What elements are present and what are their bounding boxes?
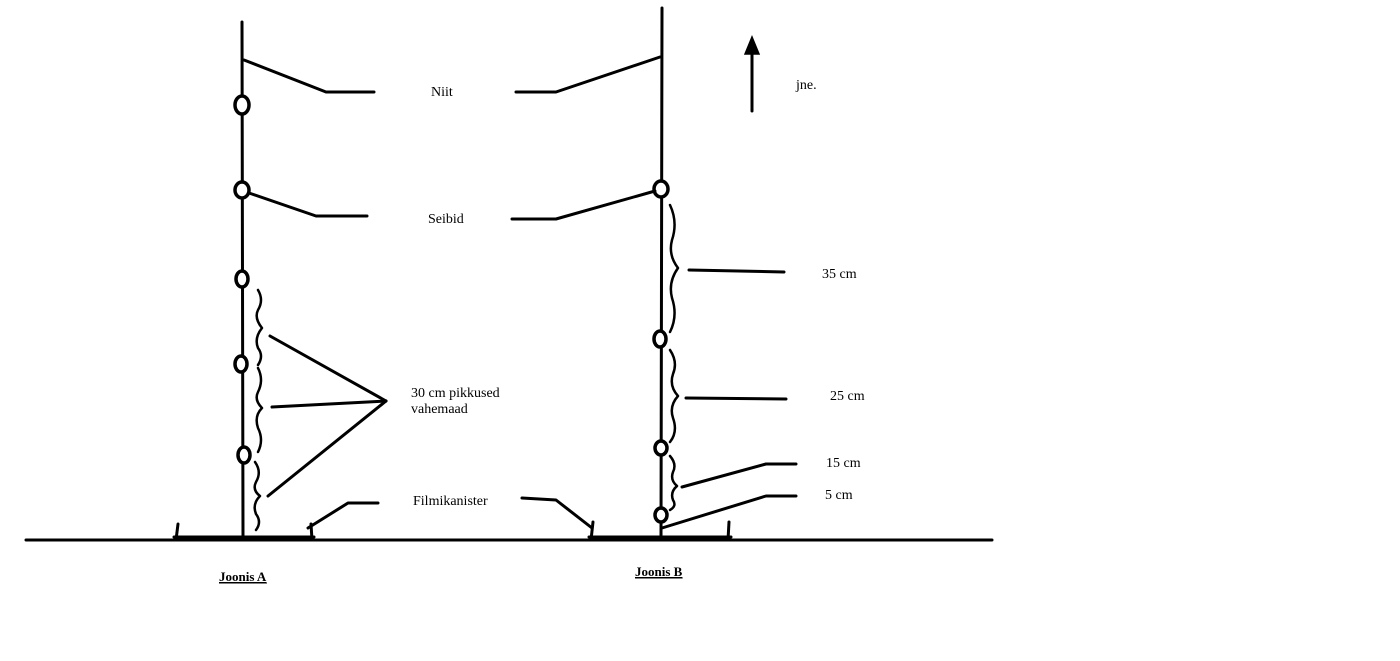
leader-25 xyxy=(684,396,788,401)
leader-canister-b xyxy=(520,496,594,530)
washer-b-2 xyxy=(652,329,668,349)
brace-b-35 xyxy=(668,203,680,334)
leader-seibid-a xyxy=(247,191,369,218)
washer-a-4 xyxy=(233,354,249,374)
caption-figure-a: Joonis A xyxy=(219,569,267,584)
leader-canister-a xyxy=(306,501,380,530)
washer-a-3 xyxy=(234,269,250,289)
label-niit: Niit xyxy=(431,85,453,100)
label-filmikanister: Filmikanister xyxy=(413,494,488,509)
label-5cm: 5 cm xyxy=(825,488,853,503)
leader-niit-a xyxy=(242,58,376,94)
label-25cm: 25 cm xyxy=(830,389,865,404)
label-jne: jne. xyxy=(795,78,817,93)
brace-a-2 xyxy=(255,366,264,454)
brace-a-1 xyxy=(255,288,264,367)
label-spacing-line2: vahemaad xyxy=(411,402,468,417)
washer-a-2 xyxy=(233,180,251,200)
leader-spacing-3 xyxy=(266,399,388,498)
leader-seibid-b xyxy=(510,189,657,221)
brace-a-3 xyxy=(253,460,262,532)
up-arrow-icon xyxy=(743,35,761,55)
washer-a-1 xyxy=(233,94,251,116)
label-15cm: 15 cm xyxy=(826,456,861,471)
label-spacing-line1: 30 cm pikkused xyxy=(411,386,500,401)
figure-a: Joonis A xyxy=(172,20,388,584)
caption-figure-b: Joonis B xyxy=(635,564,683,579)
leader-spacing-1 xyxy=(268,334,388,403)
label-seibid: Seibid xyxy=(428,212,464,227)
brace-b-15 xyxy=(668,454,679,512)
leader-5 xyxy=(660,494,798,530)
leader-niit-b xyxy=(514,55,662,94)
washer-b-4 xyxy=(653,506,669,524)
washer-a-5 xyxy=(236,445,252,465)
canister-b-base xyxy=(589,520,731,542)
leader-spacing-2 xyxy=(270,399,388,409)
figure-b: Joonis B xyxy=(510,6,798,579)
label-35cm: 35 cm xyxy=(822,267,857,282)
brace-b-25 xyxy=(668,348,680,444)
leader-35 xyxy=(687,268,786,274)
washer-b-3 xyxy=(653,439,669,457)
washer-b-1 xyxy=(652,179,670,199)
canister-a-base xyxy=(174,522,314,542)
thread-b xyxy=(659,6,664,539)
leader-15 xyxy=(680,462,798,489)
